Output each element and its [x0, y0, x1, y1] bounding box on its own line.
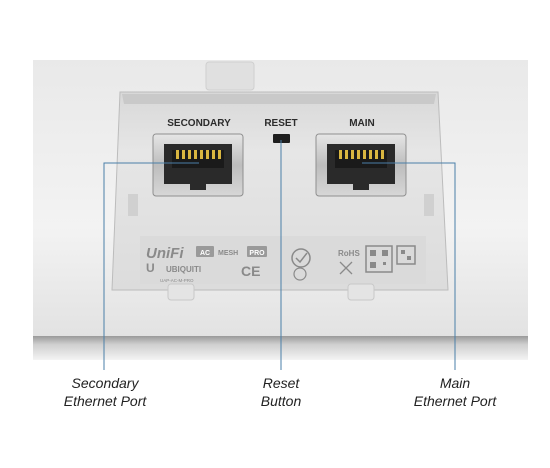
rcm-check-icon	[295, 252, 308, 264]
panel-top-lip	[122, 94, 436, 104]
reset-callout-line2: Button	[260, 393, 302, 409]
company-logo-text: UBIQUITI	[166, 265, 201, 274]
rcm-mark-icon	[291, 248, 311, 268]
power-standby-icon	[293, 267, 307, 281]
main-port-callout: Main Ethernet Port	[395, 374, 515, 410]
ce-mark: CE	[241, 263, 260, 279]
reset-callout-line1: Reset	[262, 375, 300, 391]
left-bottom-tab	[167, 283, 195, 301]
rohs-mark: RoHS	[338, 249, 360, 258]
secondary-port-leader-line	[103, 162, 199, 370]
secondary-ethernet-port	[152, 133, 244, 197]
top-notch	[205, 61, 255, 91]
reset-label: RESET	[264, 118, 297, 129]
tag-ac-badge	[196, 246, 214, 257]
leader-lines	[103, 140, 456, 370]
secondary-port-label: SECONDARY	[167, 118, 231, 129]
secondary-callout-line1: Secondary	[71, 375, 139, 391]
main-ethernet-port	[315, 133, 407, 197]
main-port-cavity	[335, 150, 387, 168]
secondary-port-callout: Secondary Ethernet Port	[45, 374, 165, 410]
main-port-leader-line	[362, 162, 456, 370]
secondary-port-cavity	[172, 150, 224, 168]
main-callout-line1: Main	[439, 375, 471, 391]
left-clip	[128, 194, 138, 216]
right-clip	[424, 194, 434, 216]
main-port-label: MAIN	[349, 118, 375, 129]
tag-ac: AC	[200, 250, 210, 257]
qr-code-icon	[365, 245, 416, 273]
secondary-port-pins	[176, 150, 221, 159]
tag-mesh: MESH	[218, 250, 238, 257]
secondary-callout-line2: Ethernet Port	[63, 393, 147, 409]
reset-button-callout: Reset Button	[221, 374, 341, 410]
brand-logo-text: UniFi	[146, 245, 184, 262]
weee-bin-icon	[339, 261, 353, 275]
main-port-pins	[339, 150, 384, 159]
company-u-logo-icon: U	[146, 261, 155, 275]
right-bottom-tab	[347, 283, 375, 301]
label-sticker	[140, 236, 426, 284]
reset-button[interactable]	[273, 134, 290, 143]
main-callout-line2: Ethernet Port	[413, 393, 497, 409]
port-panel: SECONDARY RESET MAIN	[111, 91, 449, 301]
model-code: UAP-AC-M-PRO	[160, 278, 194, 283]
product-label: UniFi AC MESH PRO UBIQUITI U CE RoHS UAP…	[140, 236, 426, 284]
tag-pro-badge	[247, 246, 267, 257]
tag-pro: PRO	[249, 250, 265, 257]
